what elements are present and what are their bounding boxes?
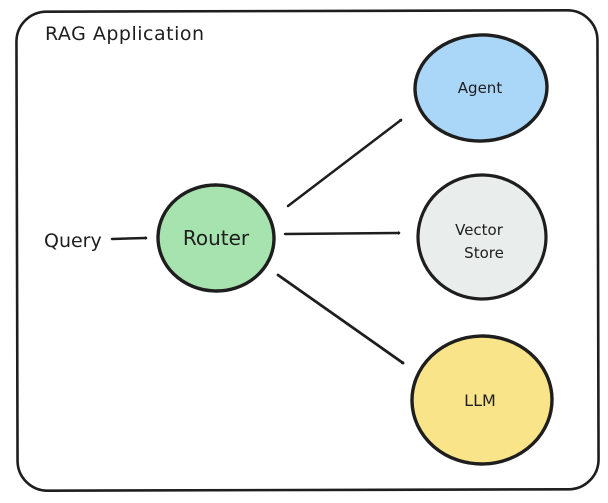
agent-node: Agent	[413, 33, 549, 143]
llm-node-label: LLM	[464, 391, 496, 410]
agent-node-circle	[413, 33, 549, 143]
router-node: Router	[156, 183, 276, 293]
arrow-router-to-agent	[286, 118, 403, 208]
diagram-title: RAG Application	[45, 23, 205, 45]
router-node-circle	[156, 183, 276, 293]
vector-store-node-label-line1: Vector	[455, 221, 504, 239]
arrow-query-to-router	[110, 238, 148, 239]
arrow-router-to-llm	[276, 273, 405, 365]
llm-node: LLM	[410, 334, 554, 466]
vector-store-node-circle	[416, 173, 548, 301]
vector-store-node-label-line2: Store	[464, 244, 504, 262]
vector-store-node: Vector Store	[416, 173, 548, 301]
llm-node-circle	[410, 334, 554, 466]
diagram-border	[15, 9, 600, 492]
query-label: Query	[44, 230, 102, 252]
router-node-label: Router	[183, 226, 250, 250]
agent-node-label: Agent	[458, 79, 503, 97]
arrow-router-to-vector-store	[283, 233, 401, 234]
